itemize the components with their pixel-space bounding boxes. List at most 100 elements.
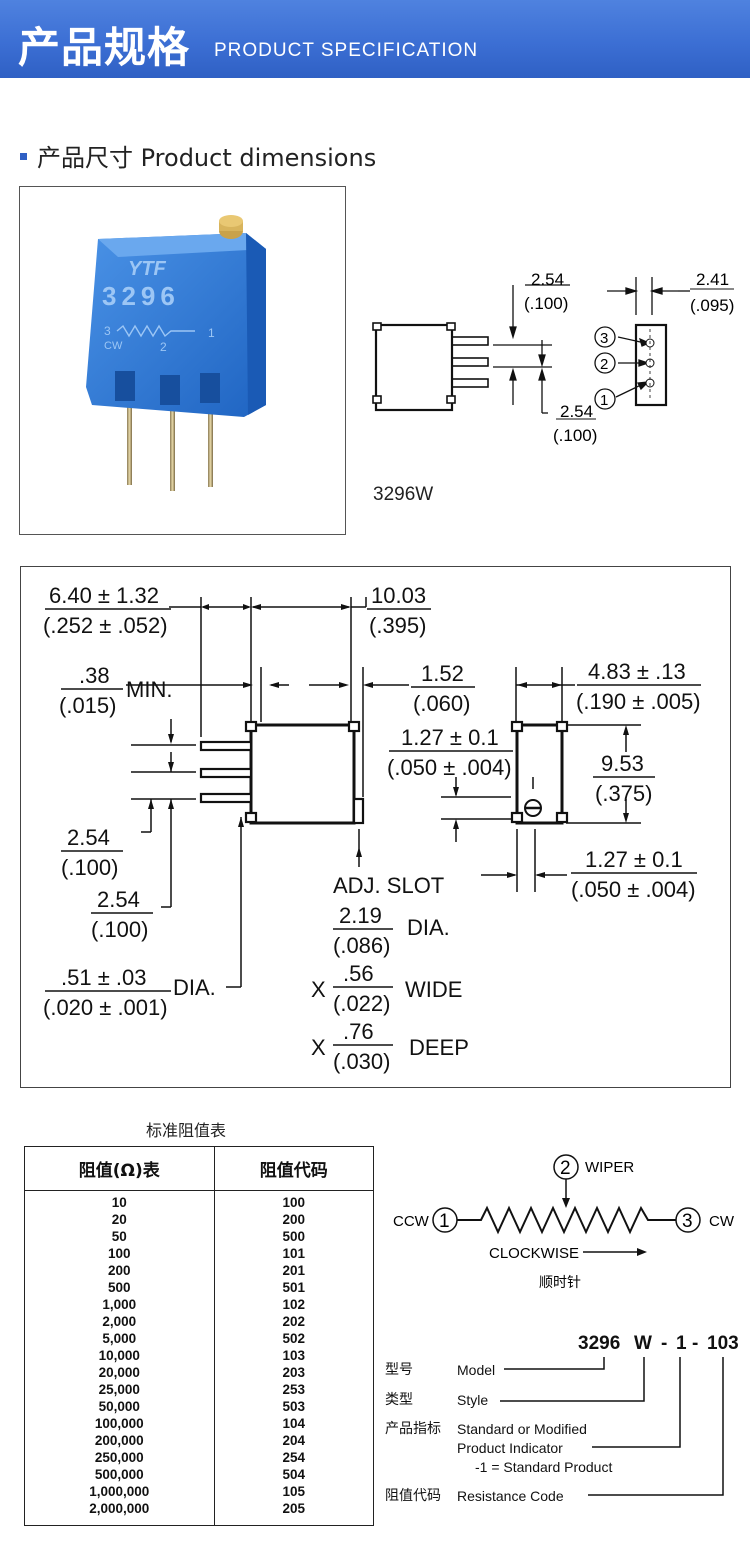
schematic-diagram: 2 1 3 WIPER CCW CW CLOCKWISE 顺时针 [385, 1148, 750, 1298]
dim5-mm: 4.83 ± .13 [588, 659, 686, 684]
resistance-code-cell: 503 [213, 1398, 375, 1415]
slot-dia-mm: 2.19 [339, 903, 382, 928]
slot-d-prefix: X [311, 1035, 326, 1060]
resistance-value-cell: 500,000 [24, 1466, 215, 1483]
code-style: W [634, 1333, 652, 1354]
slot-d-mm: .76 [343, 1019, 374, 1044]
clockwise-cn-label: 顺时针 [539, 1275, 581, 1291]
resistance-value-cell: 200,000 [24, 1432, 215, 1449]
dim8-in: (.100) [61, 855, 118, 880]
header-banner: 产品规格 PRODUCT SPECIFICATION [0, 0, 750, 78]
resistance-code-cell: 504 [213, 1466, 375, 1483]
resistance-code-cell: 253 [213, 1381, 375, 1398]
resistance-value-cell: 1,000 [24, 1296, 215, 1313]
resistance-value-cell: 25,000 [24, 1381, 215, 1398]
pin1-callout: 1 [600, 392, 608, 409]
cw-label: CW [709, 1213, 735, 1230]
width-mm-label: 2.41 [696, 270, 729, 289]
resistance-code-cell: 205 [213, 1500, 375, 1526]
model-en: Model [457, 1362, 495, 1378]
resistance-table-title: 标准阻值表 [146, 1121, 227, 1140]
pitch2-mm-label: 2.54 [560, 402, 593, 421]
resistance-value-cell: 100,000 [24, 1415, 215, 1432]
resistance-value-cell: 2,000 [24, 1313, 215, 1330]
dim10-mm: 1.27 ± 0.1 [585, 847, 683, 872]
resistance-value-cell: 500 [24, 1279, 215, 1296]
slot-w-prefix: X [311, 977, 326, 1002]
dim1-in: (.252 ± .052) [43, 613, 168, 638]
banner-title-en: PRODUCT SPECIFICATION [214, 40, 479, 61]
pin1-number: 1 [439, 1211, 450, 1232]
resistance-value-cell: 250,000 [24, 1449, 215, 1466]
pin-mark-1: 1 [208, 326, 215, 340]
resistance-value-cell: 10 [24, 1190, 215, 1211]
resistance-code-cell: 100 [213, 1190, 375, 1211]
dim8-mm: 2.54 [67, 825, 110, 850]
resistance-code-cell: 204 [213, 1432, 375, 1449]
top-view-drawing: 2.54 (.100) 2.54 (.100) 2.41 (.095) 3 2 … [360, 255, 750, 465]
resistance-code-en: Resistance Code [457, 1488, 564, 1504]
front-body [515, 723, 564, 825]
resistance-code-cell: 500 [213, 1228, 375, 1245]
dim2-mm: 10.03 [371, 583, 426, 608]
pin-mark-2: 2 [160, 340, 167, 354]
cw-mark: CW [104, 340, 123, 352]
ordering-code-diagram: 3296 W - 1 - 103 型号 Model 类型 Style 产品指标 … [380, 1325, 750, 1525]
dim3-in: (.015) [59, 693, 116, 718]
table-header-value: 阻值(Ω)表 [24, 1146, 215, 1191]
dim10-in: (.050 ± .004) [571, 877, 696, 902]
resistance-code-cell: 105 [213, 1483, 375, 1500]
ccw-label: CCW [393, 1213, 430, 1230]
resistance-code-cell: 502 [213, 1330, 375, 1347]
pitch-in-label: (.100) [524, 294, 568, 313]
product-photo: YTF 3296 3 1 CW 2 [19, 186, 346, 535]
code-indicator: 1 [676, 1333, 687, 1354]
resistance-code-cell: 104 [213, 1415, 375, 1432]
pin-left [127, 385, 132, 485]
resistance-code-cell: 202 [213, 1313, 375, 1330]
resistance-value-cell: 1,000,000 [24, 1483, 215, 1500]
pin2-callout: 2 [600, 356, 608, 373]
pin-dia-mm: .51 ± .03 [61, 965, 146, 990]
resistance-value-cell: 200 [24, 1262, 215, 1279]
resistance-value-cell: 100 [24, 1245, 215, 1262]
pin-mark-3: 3 [104, 324, 111, 338]
resistance-code-cell: 203 [213, 1364, 375, 1381]
slot-dia-in: (.086) [333, 933, 390, 958]
style-en: Style [457, 1392, 488, 1408]
dim9-in: (.100) [91, 917, 148, 942]
resistance-code-cell: 102 [213, 1296, 375, 1313]
indicator-cn: 产品指标 [385, 1421, 441, 1437]
dim1-mm: 6.40 ± 1.32 [49, 583, 159, 608]
resistance-code-cn: 阻值代码 [385, 1488, 441, 1504]
resistance-code-cell: 501 [213, 1279, 375, 1296]
resistor-symbol [457, 1205, 676, 1235]
resistance-value-cell: 20,000 [24, 1364, 215, 1381]
dim2-in: (.395) [369, 613, 426, 638]
indicator-en: Standard or Modified [457, 1421, 587, 1437]
slot-dia-label: DIA. [407, 915, 450, 940]
dim5-in: (.190 ± .005) [576, 689, 701, 714]
clockwise-label: CLOCKWISE [489, 1245, 579, 1262]
wiper-label: WIPER [585, 1159, 634, 1176]
pin-dia-label: DIA. [173, 975, 216, 1000]
pitch2-in-label: (.100) [553, 426, 597, 445]
pitch-mm-label: 2.54 [531, 270, 564, 289]
resistance-value-cell: 50,000 [24, 1398, 215, 1415]
dim7-in: (.375) [595, 781, 652, 806]
dim6-mm: 1.27 ± 0.1 [401, 725, 499, 750]
slot-w-in: (.022) [333, 991, 390, 1016]
pin3-callout: 3 [600, 330, 608, 347]
pin-dia-in: (.020 ± .001) [43, 995, 168, 1020]
